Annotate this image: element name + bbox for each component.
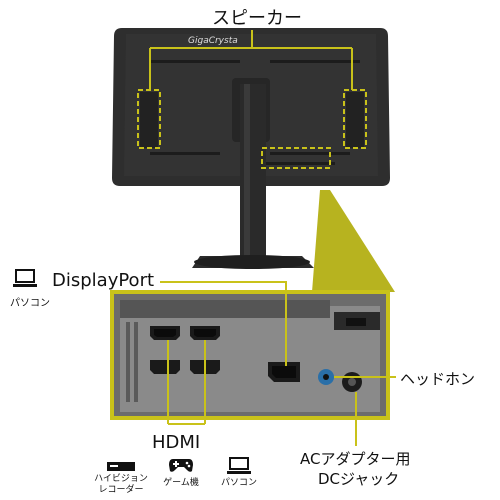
speaker-leader bbox=[149, 30, 353, 90]
speaker-label: スピーカー bbox=[212, 8, 302, 29]
gamepad-icon bbox=[168, 456, 194, 478]
device-recorder-label: ハイビジョン レコーダー bbox=[94, 474, 148, 495]
port-leaders bbox=[160, 281, 396, 446]
device-game-label: ゲーム機 bbox=[163, 478, 199, 488]
headphone-label: ヘッドホン bbox=[400, 370, 476, 388]
recorder-icon bbox=[106, 458, 136, 477]
port-closeup bbox=[110, 290, 390, 420]
device-pc-label: パソコン bbox=[220, 478, 257, 488]
ac-adapter-label-1: ACアダプター用 bbox=[300, 450, 411, 468]
displayport-port bbox=[268, 362, 300, 382]
callout-funnel bbox=[312, 190, 395, 292]
displayport-label: DisplayPort bbox=[52, 270, 155, 291]
laptop-icon bbox=[226, 456, 252, 480]
laptop-icon bbox=[12, 268, 38, 294]
ac-adapter-label-2: DCジャック bbox=[318, 470, 400, 488]
monitor-stand bbox=[192, 78, 314, 269]
brand-logo: GigaCrysta bbox=[188, 36, 238, 46]
hdmi-ports bbox=[150, 326, 220, 374]
pc-label-dp: パソコン bbox=[10, 298, 50, 309]
hdmi-label: HDMI bbox=[152, 432, 201, 453]
